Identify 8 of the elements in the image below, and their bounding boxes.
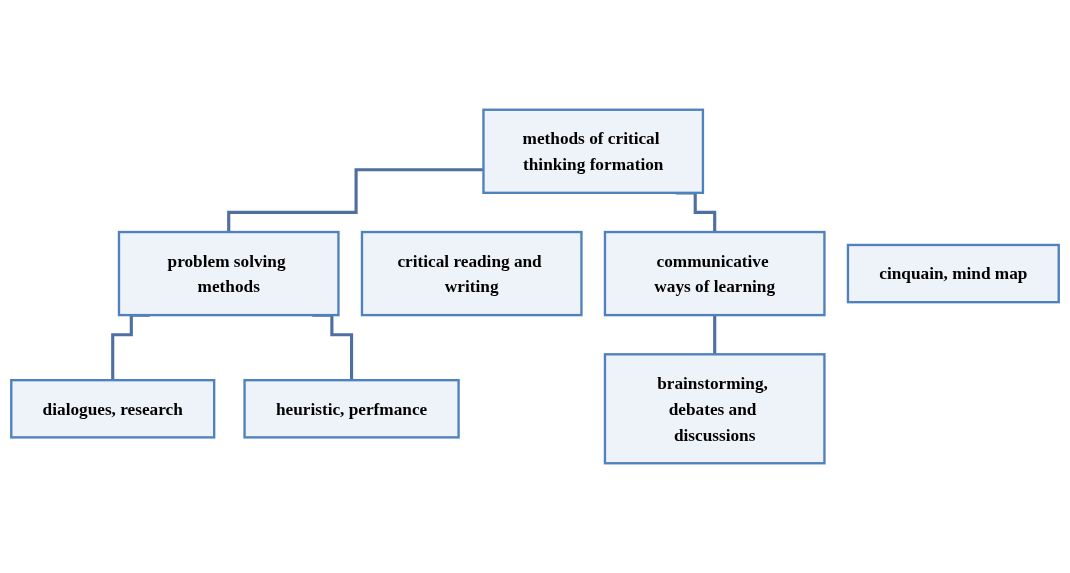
- node-box: brainstorming, debates and discussions: [603, 353, 826, 465]
- node-box: methods of critical thinking formation: [482, 108, 705, 194]
- node-box: problem solving methods: [117, 230, 340, 317]
- node-box: communicative ways of learning: [603, 230, 826, 317]
- node-box: critical reading and writing: [360, 230, 583, 317]
- node-box: cinquain, mind map: [846, 243, 1060, 304]
- node-box: dialogues, research: [10, 379, 216, 439]
- node-box: heuristic, perfmance: [243, 379, 460, 439]
